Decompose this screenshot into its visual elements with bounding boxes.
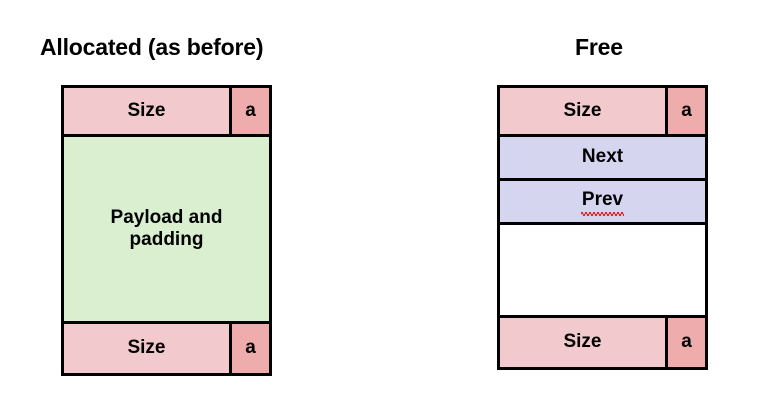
free-prev-pointer-row: Prev [500, 181, 705, 225]
free-block-title: Free [575, 34, 623, 60]
free-footer-row: Size a [500, 318, 705, 367]
allocated-header-alloc-flag-cell: a [229, 88, 269, 134]
allocated-footer-row: Size a [64, 324, 269, 373]
free-unused-space-row [500, 225, 705, 318]
allocated-footer-alloc-flag-cell: a [229, 324, 269, 373]
free-next-pointer-row: Next [500, 137, 705, 181]
allocated-block-table: Size a Payload and padding Size a [61, 85, 272, 376]
allocated-payload-row: Payload and padding [64, 137, 269, 324]
free-header-size-cell: Size [500, 88, 665, 134]
free-footer-size-cell: Size [500, 318, 665, 367]
allocated-header-size-cell: Size [64, 88, 229, 134]
free-prev-pointer-label: Prev [580, 189, 625, 217]
allocated-payload-cell: Payload and padding [64, 137, 269, 321]
free-prev-pointer-cell: Prev [500, 181, 705, 222]
free-unused-space-cell [500, 225, 705, 315]
free-header-alloc-flag-cell: a [665, 88, 705, 134]
allocated-header-row: Size a [64, 88, 269, 137]
free-block-table: Size a Next Prev Size a [497, 85, 708, 370]
free-header-row: Size a [500, 88, 705, 137]
allocated-block-title: Allocated (as before) [40, 34, 264, 60]
free-footer-alloc-flag-cell: a [665, 318, 705, 367]
free-next-pointer-cell: Next [500, 137, 705, 178]
allocated-footer-size-cell: Size [64, 324, 229, 373]
allocated-payload-label: Payload and padding [110, 206, 223, 250]
